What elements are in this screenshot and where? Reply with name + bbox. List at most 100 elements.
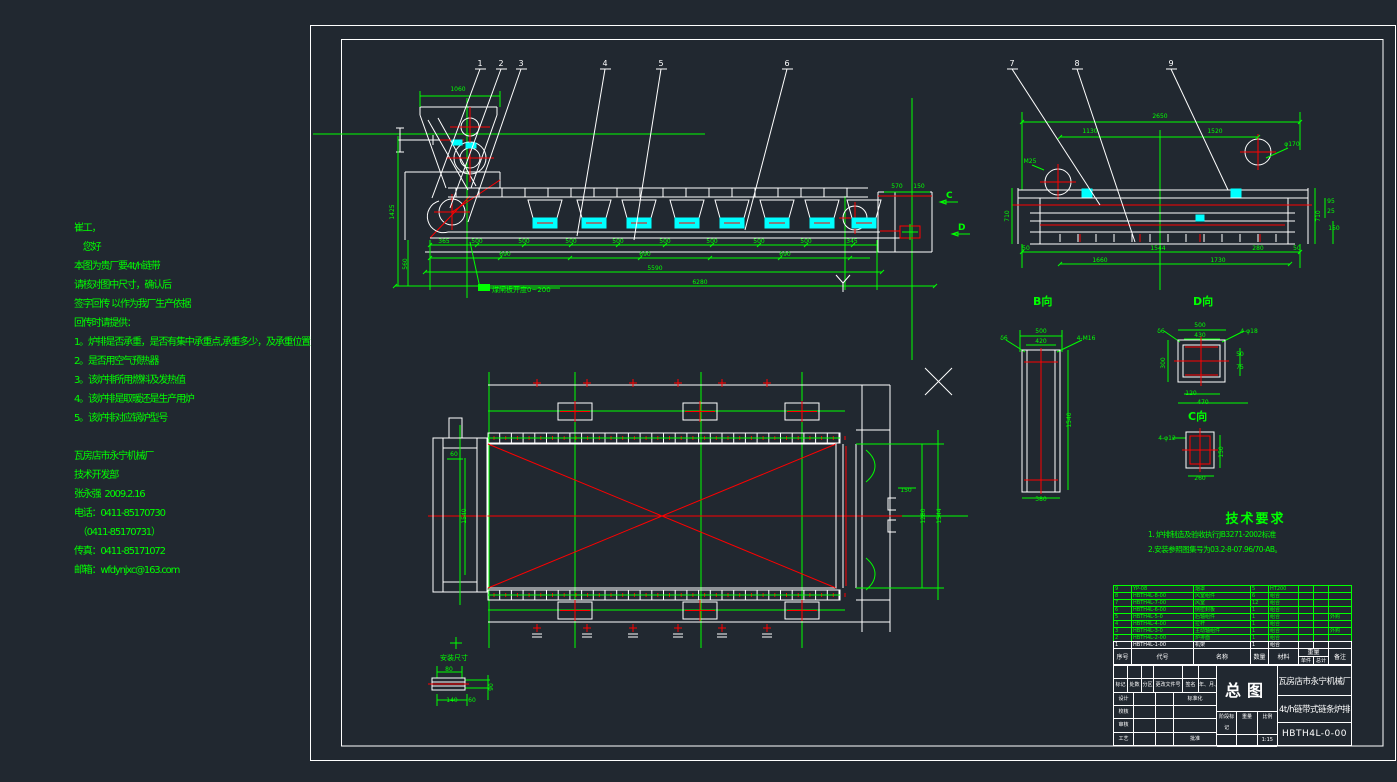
stage-label-row: 阶段标记 重量 比例 <box>1217 712 1277 735</box>
signature-row: 审核 <box>1114 719 1216 733</box>
dim-label: 1544 <box>1150 245 1165 252</box>
bom-cell: 拉杆 <box>1193 620 1250 627</box>
note-line: 张永强 2009.2.16 <box>74 489 146 500</box>
dim-label: 5590 <box>647 265 662 272</box>
line <box>1256 135 1260 139</box>
sig-label: 审核 <box>1114 719 1134 732</box>
note-line: （0411-85170731） <box>74 527 161 538</box>
bom-cell <box>1328 585 1352 592</box>
plan-view <box>428 372 968 649</box>
bom-cell <box>1313 599 1328 606</box>
stage-label: 阶段标记 <box>1217 712 1238 734</box>
line <box>450 69 501 208</box>
line <box>568 256 572 260</box>
dim-label: 500 <box>612 238 624 245</box>
dim-label: 500 <box>706 238 718 245</box>
rev-col: 更改文件号 <box>1154 679 1183 692</box>
bom-cell: 风室组件 <box>1193 592 1250 599</box>
dim-label: 80 <box>445 666 453 673</box>
line <box>1077 69 1135 242</box>
balloon-number: 5 <box>658 59 663 68</box>
line <box>1171 69 1228 190</box>
annotation-marks <box>836 200 970 395</box>
section-d <box>1164 330 1248 403</box>
bom-cell <box>1328 599 1352 606</box>
dim-label: 50 <box>1293 245 1301 252</box>
dim-label: 710 <box>1315 210 1322 222</box>
dim-label: 150 <box>1328 225 1340 232</box>
dim-label: 1130 <box>1082 128 1097 135</box>
note-line: 崔工， <box>74 223 102 234</box>
dim-label: 150 <box>1218 446 1225 458</box>
dim-label: 690 <box>639 251 651 258</box>
note-line: 传真：0411-85171072 <box>74 546 166 557</box>
generated-linework <box>393 69 1302 637</box>
sig-label <box>1174 706 1216 718</box>
line <box>577 69 605 236</box>
company-name: 瓦房店市永宁机械厂 <box>1278 666 1351 696</box>
dim-label: δ6 <box>1000 335 1008 342</box>
bom-cell: 外购 <box>1328 613 1352 620</box>
dim-label: 430 <box>1194 332 1206 339</box>
rev-col: 处数 <box>1128 679 1142 692</box>
bom-cell <box>1313 634 1328 641</box>
line <box>708 256 712 260</box>
dim-label: 95 <box>1327 198 1335 205</box>
title-block-center: 总图 阶段标记 重量 比例 1:15 共 张 第 张 <box>1217 666 1278 747</box>
dim-label: 140 <box>446 697 458 704</box>
drawing-title: 总图 <box>1217 666 1277 712</box>
side-elevation-view <box>313 91 935 360</box>
bom-cell <box>1328 641 1352 648</box>
bom-cell: 外购 <box>1328 627 1352 634</box>
bom-cell <box>1298 585 1313 592</box>
bom-cell: HBTH4L-1-00 <box>1131 641 1193 648</box>
dim-label: 50 <box>1236 351 1244 358</box>
scale-value: 1:15 <box>1261 737 1273 743</box>
line <box>804 243 808 247</box>
dim-label: 4-φ18 <box>1240 328 1258 335</box>
signature-row: 校核 <box>1114 705 1216 720</box>
bom-cell <box>1298 613 1313 620</box>
end-view <box>1012 112 1333 290</box>
bom-cell: HBTH4L-7-00 <box>1131 599 1193 606</box>
bom-cell: 主动轴组件 <box>1193 627 1250 634</box>
bom-cell: HBTH4L-6-00 <box>1131 606 1193 613</box>
section-b-label: B向 <box>1033 294 1052 308</box>
title-block: 标记 处数 分区 更改文件号 签名 年、月、日 设计 标准化 校核 审核 工艺 … <box>1113 665 1352 747</box>
note-line: 1。炉排是否承重，是否有集中承重点,承重多少，及承重位置 <box>74 337 311 348</box>
note-line: 技术开发部 <box>74 470 119 481</box>
bom-cell: 7 <box>1113 599 1131 606</box>
dim-label: 75 <box>1236 364 1244 371</box>
bom-cell: 1 <box>1250 634 1268 641</box>
section-b <box>1006 330 1082 498</box>
dim-label: 500 <box>800 238 812 245</box>
bom-cell: 5 <box>1250 585 1268 592</box>
dim-label: 470 <box>1197 399 1209 406</box>
note-line <box>74 428 310 447</box>
bom-header-code: 代号 <box>1131 648 1193 665</box>
line <box>569 243 573 247</box>
mounting-detail <box>428 666 490 706</box>
line <box>1020 120 1024 124</box>
line <box>393 284 397 288</box>
bom-cell: 1 <box>1250 641 1268 648</box>
bom-cell: 风室 <box>1193 599 1250 606</box>
bom-cell: 3 <box>1113 627 1131 634</box>
bom-cell: 5 <box>1113 613 1131 620</box>
sig-label: 标准化 <box>1187 695 1203 702</box>
line <box>475 243 479 247</box>
balloon-number: 2 <box>498 59 503 68</box>
dim-label: 4-φ12 <box>1158 435 1176 442</box>
dim-label: 1660 <box>1092 257 1107 264</box>
tech-req-item: 1. 炉排制造及验收执行JB3271-2002标准 <box>1148 530 1276 539</box>
note-line: 请核对图中尺寸，确认后 <box>74 280 172 291</box>
bom-header-unit-weight: 单件 <box>1299 657 1314 665</box>
balloon-number: 1 <box>477 59 482 68</box>
bom-cell <box>1313 620 1328 627</box>
bom-cell: 1 <box>1113 641 1131 648</box>
